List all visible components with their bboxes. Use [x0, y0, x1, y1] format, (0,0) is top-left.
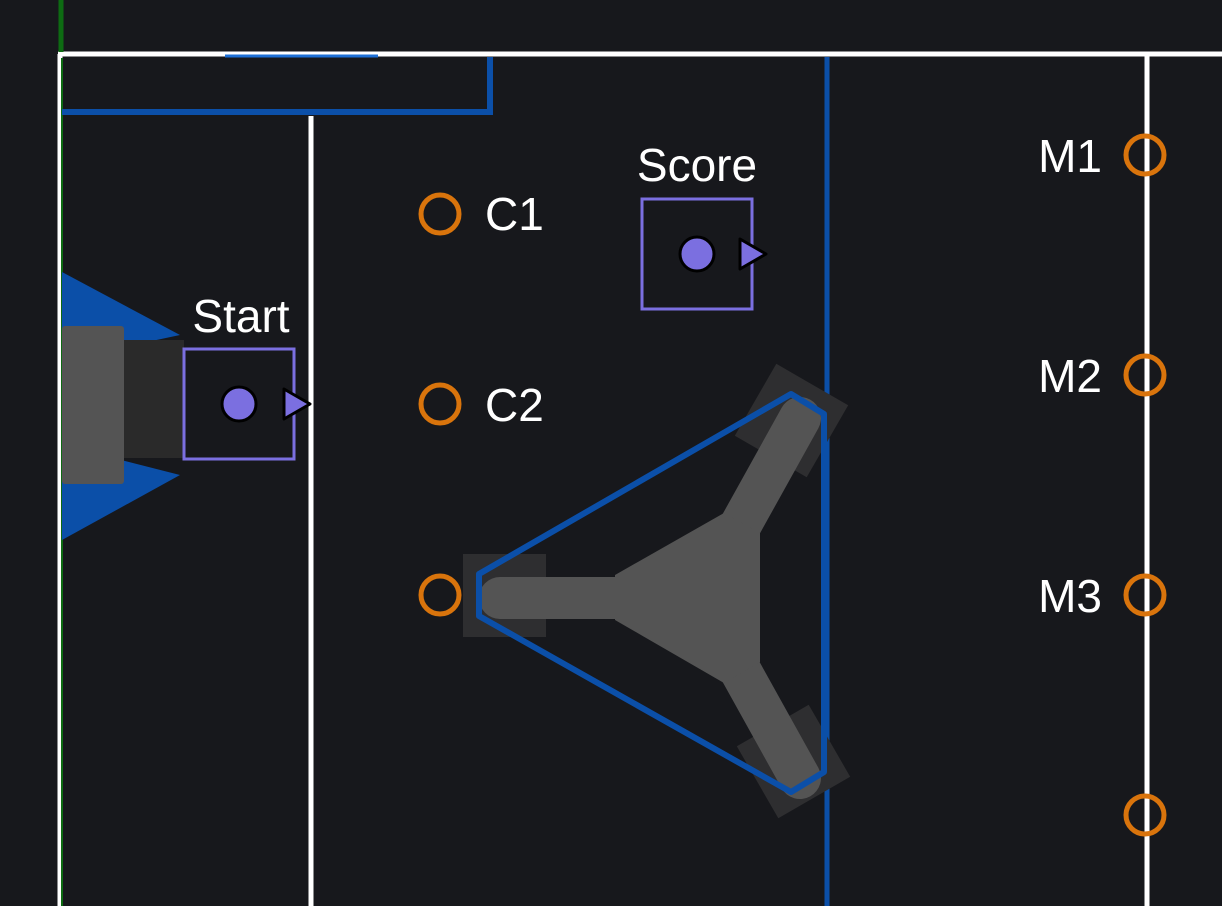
- waypoint-c2-marker[interactable]: [418, 382, 462, 426]
- robot-hub: [615, 513, 760, 683]
- pose-start[interactable]: Start: [182, 290, 312, 461]
- waypoint-c2-label: C2: [485, 379, 544, 431]
- pose-start-heading-icon[interactable]: [282, 387, 312, 421]
- field-lines: [57, 51, 1222, 906]
- pose-score-label: Score: [637, 139, 757, 191]
- waypoint-c1-marker[interactable]: [418, 192, 462, 236]
- waypoint-m3-marker[interactable]: [1123, 573, 1167, 617]
- waypoint-m4-marker[interactable]: [1123, 793, 1167, 837]
- pose-start-label: Start: [192, 290, 289, 342]
- waypoint-m3-label: M3: [1038, 570, 1102, 622]
- feeder-station: [62, 272, 184, 540]
- pose-score[interactable]: Score: [637, 139, 768, 311]
- pose-score-handle[interactable]: [678, 235, 716, 273]
- waypoint-c1-label: C1: [485, 188, 544, 240]
- robot[interactable]: [463, 363, 851, 819]
- alliance-zone-outline: [62, 57, 493, 115]
- waypoint-m1-marker[interactable]: [1123, 133, 1167, 177]
- feeder-block: [62, 326, 124, 484]
- robot-bumper-outline: [476, 391, 827, 795]
- waypoints: [418, 133, 1167, 837]
- waypoint-m2-label: M2: [1038, 350, 1102, 402]
- waypoint-c3-marker[interactable]: [418, 573, 462, 617]
- waypoint-m2-marker[interactable]: [1123, 353, 1167, 397]
- waypoint-m1-label: M1: [1038, 130, 1102, 182]
- pose-score-heading-icon[interactable]: [738, 237, 768, 271]
- pose-start-handle[interactable]: [220, 385, 258, 423]
